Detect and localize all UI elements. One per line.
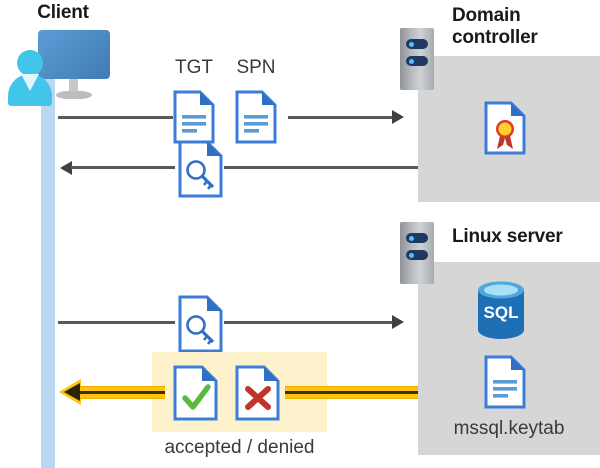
request-arrowhead — [392, 110, 404, 124]
server-rack-icon — [400, 222, 434, 284]
monitor-base — [56, 91, 92, 99]
tgt-document-icon — [173, 90, 215, 144]
domain-controller-label: Domain controller — [452, 5, 600, 49]
result-arrowhead — [59, 379, 81, 405]
server-rack-icon — [400, 28, 434, 90]
client-lifeline — [41, 68, 55, 468]
denied-document-icon — [235, 365, 281, 421]
request-line-left — [58, 116, 173, 119]
domain-controller-label-line2: controller — [452, 27, 538, 48]
service-request-line-right — [224, 321, 392, 324]
service-request-document-with-key-icon — [178, 295, 224, 353]
request-line-right — [288, 116, 392, 119]
service-request-arrowhead — [392, 315, 404, 329]
ticket-document-with-key-icon — [178, 140, 224, 198]
ticket-response-line-left — [71, 166, 175, 169]
service-request-line-left — [58, 321, 175, 324]
person-head — [17, 50, 43, 76]
keytab-document-icon — [484, 355, 526, 409]
ticket-response-line-right — [224, 166, 418, 169]
result-line-left — [80, 386, 165, 399]
sql-database-icon: SQL — [474, 280, 528, 345]
result-caption: accepted / denied — [164, 437, 315, 458]
person-body — [8, 74, 52, 106]
accepted-document-icon — [173, 365, 219, 421]
certificate-document-icon — [484, 101, 526, 155]
result-line-right — [285, 386, 418, 399]
ticket-response-arrowhead — [60, 161, 72, 175]
monitor-neck — [69, 79, 78, 93]
keytab-filename-label: mssql.keytab — [453, 418, 565, 439]
tgt-label: TGT — [175, 57, 213, 78]
monitor-screen — [38, 30, 110, 79]
sql-database-label: SQL — [484, 303, 519, 322]
client-label: Client — [37, 2, 89, 23]
client-icon — [8, 28, 118, 108]
domain-controller-label-line1: Domain — [452, 5, 521, 26]
linux-server-label: Linux server — [452, 226, 563, 247]
spn-label: SPN — [236, 57, 276, 78]
spn-document-icon — [235, 90, 277, 144]
